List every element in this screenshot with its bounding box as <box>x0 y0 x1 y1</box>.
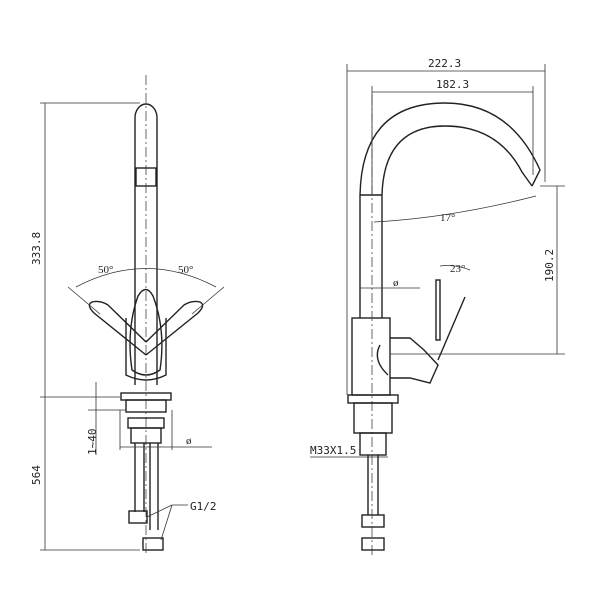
angle-left-label: 50° <box>98 264 113 276</box>
thread-label: G1/2 <box>190 500 217 513</box>
below-counter-label: 564 <box>30 465 43 485</box>
side-handle <box>437 296 466 361</box>
swivel-arc <box>373 195 537 223</box>
front-view: 50° 50° 333.8 564 1~40 ø G1/2 <box>30 75 225 555</box>
cartridge <box>390 337 439 384</box>
overall-reach-label: 222.3 <box>428 57 461 70</box>
side-view: 222.3 182.3 190.2 17° 23° ø M33X1.5 <box>310 57 565 555</box>
aerator <box>135 167 157 187</box>
front-handle <box>129 288 163 376</box>
handle-angle-label: 23° <box>450 263 465 275</box>
mount-thread-label: M33X1.5 <box>310 444 356 457</box>
hose-nut-left <box>128 510 148 524</box>
angle-right-label: 50° <box>178 264 193 276</box>
handle-left-position <box>88 300 147 356</box>
spout-height-label: 190.2 <box>543 249 556 282</box>
spout-inner <box>381 125 533 318</box>
height-label: 333.8 <box>30 232 43 265</box>
side-body <box>351 317 391 396</box>
handle-rest <box>435 279 441 341</box>
front-body <box>125 318 167 381</box>
hole-diameter-label: ø <box>186 435 192 447</box>
hose-nut-right <box>142 537 164 551</box>
front-spout <box>134 103 158 385</box>
swivel-angle-label: 17° <box>440 212 455 224</box>
angle-arc <box>75 268 217 288</box>
body-diameter-label: ø <box>393 277 399 289</box>
spout-reach-label: 182.3 <box>436 78 469 91</box>
side-base-plate <box>347 394 399 404</box>
handle-right-position <box>145 300 204 356</box>
thickness-label: 1~40 <box>86 429 99 456</box>
spout-outer <box>359 102 541 318</box>
